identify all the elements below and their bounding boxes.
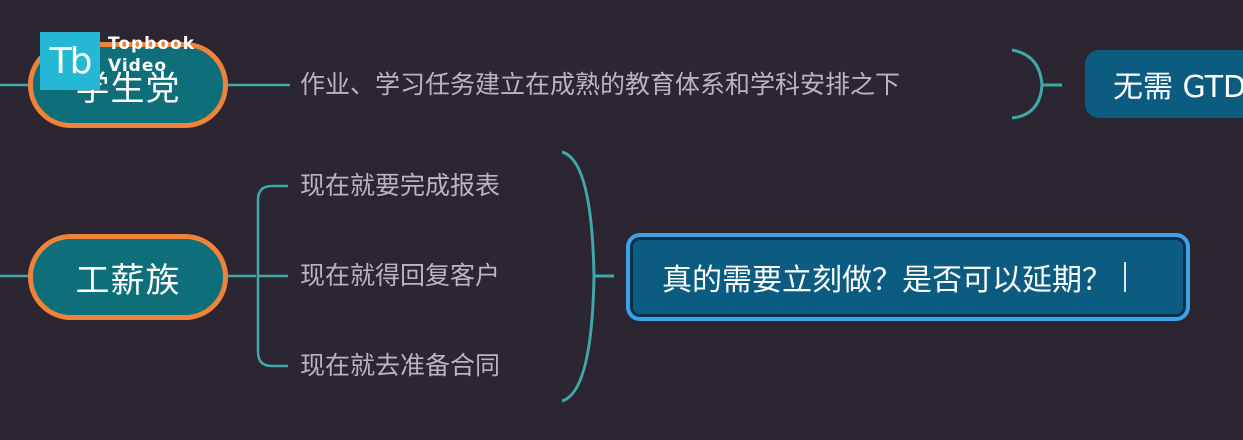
topbook-logo-icon: Tb: [40, 32, 100, 90]
brace-worker: [561, 150, 596, 403]
logo-mark: Tb: [49, 40, 93, 82]
watermark-text: Topbook Video: [108, 33, 195, 77]
watermark-line1: Topbook: [108, 34, 196, 54]
result-worker-label: 真的需要立刻做？是否可以延期？: [662, 263, 1112, 298]
watermark-line2: Video: [108, 56, 168, 76]
text-cursor: [1124, 262, 1126, 292]
result-worker[interactable]: 真的需要立刻做？是否可以延期？: [626, 233, 1190, 321]
branch-worker-reply[interactable]: 现在就得回复客户: [300, 261, 501, 290]
result-student-label: 无需 GTD: [1113, 70, 1243, 105]
result-student[interactable]: 无需 GTD: [1085, 50, 1243, 118]
node-worker[interactable]: 工薪族: [28, 234, 228, 320]
node-worker-label: 工薪族: [75, 260, 181, 301]
branch-worker-report[interactable]: 现在就要完成报表: [300, 171, 501, 200]
branch-student[interactable]: 作业、学习任务建立在成熟的教育体系和学科安排之下: [300, 70, 901, 99]
brace-student: [1011, 48, 1044, 120]
branch-worker-contract[interactable]: 现在就去准备合同: [300, 351, 501, 380]
